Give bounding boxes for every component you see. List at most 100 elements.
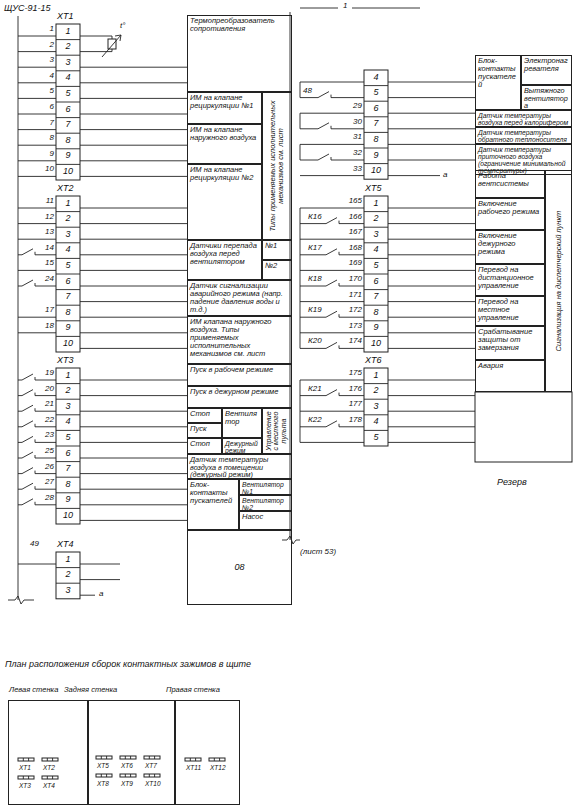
wire-line xyxy=(300,426,326,427)
wire-line xyxy=(364,227,388,228)
wire-line xyxy=(18,489,22,490)
cell-text: Датчик сигнализации аварийного режима (н… xyxy=(190,282,289,314)
wire-line xyxy=(300,82,301,98)
wire-number: 7 xyxy=(28,119,54,127)
wire-line xyxy=(18,51,56,52)
wire-line xyxy=(56,117,80,118)
block-name: ХТ5 xyxy=(97,763,109,770)
wire-line xyxy=(80,317,187,318)
wire-line xyxy=(18,145,56,146)
terminal-number: 10 xyxy=(366,166,386,175)
wire-number: 11 xyxy=(28,197,54,205)
block-name: ХТ11 xyxy=(186,765,201,772)
continuation-mark: 1 xyxy=(343,2,347,10)
wire-end-mark: а xyxy=(99,590,103,598)
terminal-strip xyxy=(18,758,34,761)
wire-line xyxy=(80,458,187,459)
terminal-number: 4 xyxy=(58,245,78,254)
wire-line xyxy=(388,380,475,381)
wire-line xyxy=(364,414,388,415)
wire-line xyxy=(56,567,80,568)
wire-line xyxy=(56,399,80,400)
wire-line xyxy=(56,55,80,56)
wire-number: 32 xyxy=(336,149,362,157)
wire-line xyxy=(18,36,56,37)
block-name: ХТ4 xyxy=(43,783,55,790)
cell-text: Дежурный режим xyxy=(225,440,259,454)
description-cell: №1 xyxy=(262,240,292,260)
cell-text: Вентилятор №2 xyxy=(242,497,289,511)
wire-line xyxy=(18,223,56,224)
wire-line xyxy=(18,411,22,412)
terminal-number: 7 xyxy=(366,292,386,301)
terminal-number: 4 xyxy=(366,73,386,82)
sheet-reference: (лист 53) xyxy=(300,548,336,556)
wire-line xyxy=(364,258,388,259)
terminal-number: 2 xyxy=(366,214,386,223)
wire-line xyxy=(300,270,364,271)
wire-line xyxy=(56,86,80,87)
wire-line xyxy=(18,286,22,287)
wire-line xyxy=(80,145,187,146)
cell-text: Управление с местного пульта xyxy=(266,411,288,451)
wire-line xyxy=(22,390,33,396)
wire-line xyxy=(388,270,475,271)
description-cell: ИМ на клапане рециркуляции №2 xyxy=(187,164,262,240)
wire-line xyxy=(364,163,388,164)
wire-line xyxy=(56,320,80,321)
wire-number: 170 xyxy=(336,275,362,283)
terminal-block-name: ХТ1 xyxy=(57,12,74,21)
description-cell: Дежурный режим xyxy=(222,438,262,454)
wire-line xyxy=(22,405,33,411)
block-name: ХТ10 xyxy=(145,781,161,788)
terminal-number: 6 xyxy=(366,104,386,113)
cell-text: Стоп xyxy=(190,440,219,448)
wire-number: 175 xyxy=(336,369,362,377)
wire-line xyxy=(388,426,475,427)
wire-number: 22 xyxy=(28,416,54,424)
wire-line xyxy=(331,160,364,161)
wire-line xyxy=(364,289,388,290)
wall-name: Левая стенка xyxy=(9,686,58,694)
wire-line xyxy=(56,70,80,71)
description-cell: ИМ клапана наружного воздуха. Типы приме… xyxy=(187,316,292,364)
wire-line xyxy=(388,317,475,318)
terminal-number: 9 xyxy=(366,151,386,160)
wire-line xyxy=(326,342,337,348)
wire-line xyxy=(35,283,36,286)
cell-text: Датчик температуры воздуха в помещении (… xyxy=(190,456,289,479)
description-cell: Пуск в дежурном режиме xyxy=(187,386,292,408)
wire-line xyxy=(300,301,364,302)
wall-name: Задняя стенка xyxy=(64,686,117,694)
wire-line xyxy=(364,132,388,133)
terminal-number: 6 xyxy=(58,449,78,458)
wire-line xyxy=(18,380,22,381)
description-cell: Перевод на местное управление xyxy=(475,296,545,326)
wire-line xyxy=(388,254,475,255)
wire-line xyxy=(80,160,187,161)
wire-line xyxy=(300,160,318,161)
wire-number: 167 xyxy=(336,228,362,236)
wire-line xyxy=(388,208,475,209)
description-cell: Термопреобразователь сопротивления xyxy=(187,15,292,92)
relay-name: К19 xyxy=(308,306,322,314)
terminal-block-name: ХТ4 xyxy=(57,540,74,549)
terminal-number: 2 xyxy=(366,386,386,395)
wire-line xyxy=(80,473,187,474)
wire-line xyxy=(300,144,301,160)
wire-line xyxy=(339,393,340,396)
wire-line xyxy=(388,160,475,161)
wire-line xyxy=(35,486,36,489)
wire-line xyxy=(56,583,80,584)
wire-line xyxy=(318,154,329,160)
block-name: ХТ7 xyxy=(145,763,157,770)
terminal-number: 3 xyxy=(58,230,78,239)
wire-line xyxy=(364,148,388,149)
cell-text: ИМ на клапане наружного воздуха xyxy=(190,126,259,142)
wire-number: 173 xyxy=(336,322,362,330)
wire-line xyxy=(80,98,187,99)
wire-line xyxy=(388,348,475,349)
cell-text: Вентилятор xyxy=(225,410,259,426)
terminal-strip xyxy=(120,774,136,777)
terminal-number: 1 xyxy=(58,27,78,36)
